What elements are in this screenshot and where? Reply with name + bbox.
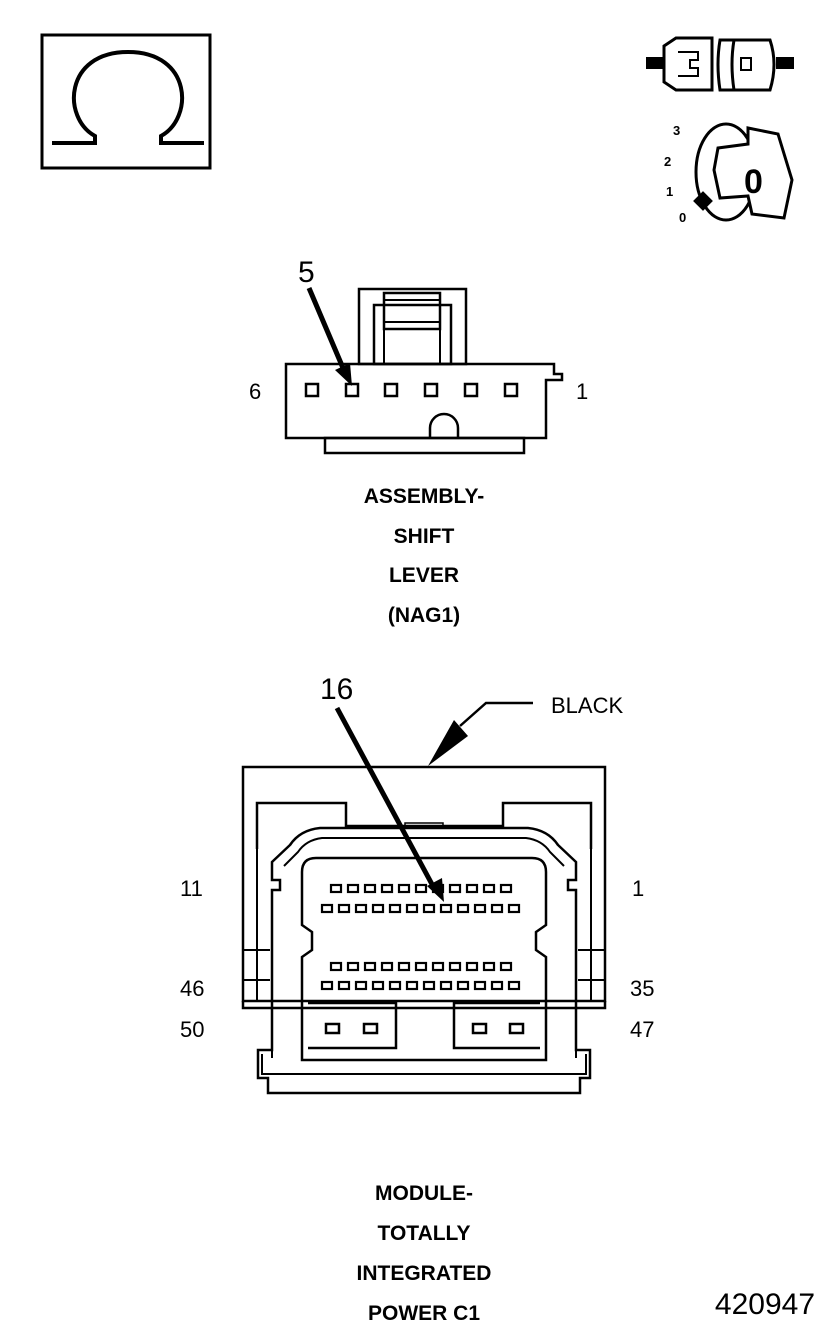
tipm-cavity-row-3-cavity — [329, 961, 343, 972]
tipm-cavity-row-1-cavity — [363, 883, 377, 894]
shift-lever-pin-6 — [304, 382, 320, 398]
tipm-pin-label-46: 46 — [180, 976, 204, 1001]
tipm-cavity-row-4-cavity — [507, 980, 521, 991]
ignition-key-label: 0 — [744, 163, 763, 201]
shift-lever-connector — [284, 287, 564, 455]
tipm-cavity-row-4-cavity — [371, 980, 385, 991]
tipm-cavity-row-2-cavity — [422, 903, 436, 914]
ignition-position-1: 1 — [666, 184, 673, 199]
tipm-cavity-row-1-cavity — [397, 883, 411, 894]
tipm-cavity-row-2-cavity — [354, 903, 368, 914]
shift-lever-title-line-1: ASSEMBLY- — [364, 485, 485, 508]
tipm-cavity-row-2-cavity — [456, 903, 470, 914]
tipm-cavity-row-3-cavity — [431, 961, 445, 972]
ignition-switch-icon: 3 2 1 0 0 — [664, 122, 794, 225]
ignition-position-2: 2 — [664, 154, 671, 169]
tipm-cavity-row-4-cavity — [422, 980, 436, 991]
tipm-cavity-row-3-cavity — [363, 961, 377, 972]
tipm-cavity-row-3-cavity — [346, 961, 360, 972]
tipm-pin-label-11: 11 — [180, 876, 203, 901]
tipm-cavity-row-2-cavity — [388, 903, 402, 914]
tipm-cavity-row-2-cavity — [473, 903, 487, 914]
tipm-cavity-row-4-cavity — [456, 980, 470, 991]
tipm-cavity-row-2-cavity — [507, 903, 521, 914]
tipm-cavity-row-1-cavity — [482, 883, 496, 894]
tipm-cavity-row-4-cavity — [490, 980, 504, 991]
tipm-cavity-row-2-cavity — [371, 903, 385, 914]
tipm-title-line-3: INTEGRATED — [357, 1262, 492, 1285]
tipm-title-line-4: POWER C1 — [368, 1302, 480, 1325]
shift-lever-title-line-2: SHIFT — [394, 525, 455, 548]
shift-lever-pin-5 — [344, 382, 360, 398]
tipm-pin-label-1: 1 — [632, 876, 644, 901]
tipm-pin-label-50: 50 — [180, 1017, 204, 1042]
tipm-cavity-row-1-cavity — [448, 883, 462, 894]
tipm-pin-label-35: 35 — [630, 976, 654, 1001]
shift-lever-title-line-4: (NAG1) — [388, 604, 460, 627]
shift-lever-pin-3 — [423, 382, 439, 398]
shift-lever-callout-5: 5 — [298, 256, 315, 289]
figure-number: 420947 — [715, 1288, 815, 1321]
disconnect-connector-icon — [646, 36, 794, 92]
tipm-callout-16: 16 — [320, 673, 353, 706]
tipm-cavity-row-3-cavity — [414, 961, 428, 972]
shift-lever-pin-2 — [463, 382, 479, 398]
tipm-cavity-row-3-cavity — [465, 961, 479, 972]
shift-lever-pin-label-6: 6 — [249, 379, 261, 404]
tipm-cavity-row-1-cavity — [346, 883, 360, 894]
tipm-cavity-row-2-cavity — [337, 903, 351, 914]
tipm-color-label: BLACK — [551, 693, 623, 718]
tipm-cavity-row-3-cavity — [482, 961, 496, 972]
tipm-cavity-row-3-cavity — [397, 961, 411, 972]
tipm-cavity-row-4-cavity — [388, 980, 402, 991]
tipm-cavity-row-4-cavity — [473, 980, 487, 991]
tipm-pin-cavities — [320, 883, 521, 991]
shift-lever-pin-4 — [383, 382, 399, 398]
tipm-cavity-row-2-cavity — [490, 903, 504, 914]
tipm-cavity-row-3-cavity — [448, 961, 462, 972]
tipm-title-line-1: MODULE- — [375, 1182, 473, 1205]
tipm-cavity-row-1-cavity — [329, 883, 343, 894]
shift-lever-pin-1 — [503, 382, 519, 398]
tipm-cavity-row-2-cavity — [439, 903, 453, 914]
tipm-cavity-row-4-cavity — [354, 980, 368, 991]
tipm-cavity-row-3-cavity — [380, 961, 394, 972]
shift-lever-title-line-3: LEVER — [389, 564, 459, 587]
tipm-cavity-row-2-cavity — [320, 903, 334, 914]
tipm-cavity-row-1-cavity — [414, 883, 428, 894]
tipm-cavity-row-4-cavity — [439, 980, 453, 991]
tipm-pin-label-47: 47 — [630, 1017, 654, 1042]
tipm-cavity-row-4-cavity — [337, 980, 351, 991]
ohmmeter-icon — [40, 33, 212, 170]
tipm-title-line-2: TOTALLY — [378, 1222, 471, 1245]
tipm-cavity-row-1-cavity — [465, 883, 479, 894]
shift-lever-pin-label-1: 1 — [576, 379, 588, 404]
tipm-cavity-row-3-cavity — [499, 961, 513, 972]
tipm-cavity-row-2-cavity — [405, 903, 419, 914]
ignition-position-3: 3 — [673, 123, 680, 138]
tipm-cavity-row-1-cavity — [380, 883, 394, 894]
tipm-cavity-row-1-cavity — [499, 883, 513, 894]
tipm-cavity-row-4-cavity — [405, 980, 419, 991]
ignition-position-0: 0 — [679, 210, 686, 225]
tipm-c1-connector — [241, 701, 607, 1095]
tipm-cavity-row-4-cavity — [320, 980, 334, 991]
